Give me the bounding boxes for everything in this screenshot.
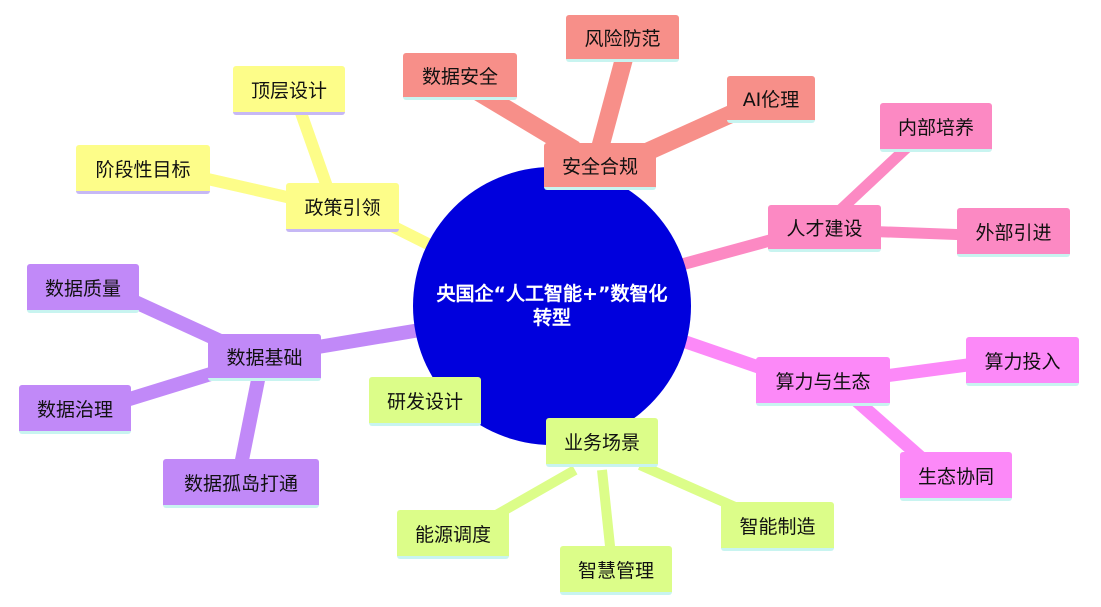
link-safety-risk	[591, 52, 634, 151]
link-talent-internal	[831, 135, 919, 220]
node-risk-prevention[interactable]: 风险防范	[566, 15, 679, 62]
node-compute-ecosystem[interactable]: 算力与生态	[756, 357, 890, 406]
node-top-level-design[interactable]: 顶层设计	[233, 66, 345, 115]
node-safety[interactable]: 安全合规	[544, 143, 656, 190]
node-smart-management[interactable]: 智慧管理	[560, 546, 672, 595]
node-ecosystem-collaboration[interactable]: 生态协同	[900, 452, 1012, 501]
node-data-silo-break[interactable]: 数据孤岛打通	[163, 459, 319, 508]
node-energy-dispatch[interactable]: 能源调度	[397, 510, 509, 559]
central-topic-label: 央国企“人工智能+”数智化转型	[436, 283, 668, 329]
node-rd-design[interactable]: 研发设计	[369, 377, 481, 426]
node-data-foundation[interactable]: 数据基础	[208, 334, 321, 381]
node-data-quality[interactable]: 数据质量	[27, 264, 139, 313]
node-policy-guidance[interactable]: 政策引领	[286, 183, 399, 232]
node-talent[interactable]: 人才建设	[768, 205, 881, 252]
node-internal-training[interactable]: 内部培养	[880, 103, 992, 152]
node-business-scenarios[interactable]: 业务场景	[546, 418, 658, 467]
link-safety-ai-ethics	[636, 101, 744, 164]
link-policy-top	[294, 108, 336, 197]
node-external-hiring[interactable]: 外部引进	[957, 208, 1070, 257]
node-stage-goals[interactable]: 阶段性目标	[76, 145, 210, 194]
node-data-security[interactable]: 数据安全	[403, 53, 517, 100]
node-ai-ethics[interactable]: AI伦理	[727, 76, 815, 123]
link-data-silo	[233, 368, 267, 472]
node-smart-manufacturing[interactable]: 智能制造	[721, 502, 834, 551]
node-compute-investment[interactable]: 算力投入	[966, 337, 1079, 386]
link-safety-data-security	[470, 82, 580, 158]
node-data-governance[interactable]: 数据治理	[19, 385, 131, 434]
